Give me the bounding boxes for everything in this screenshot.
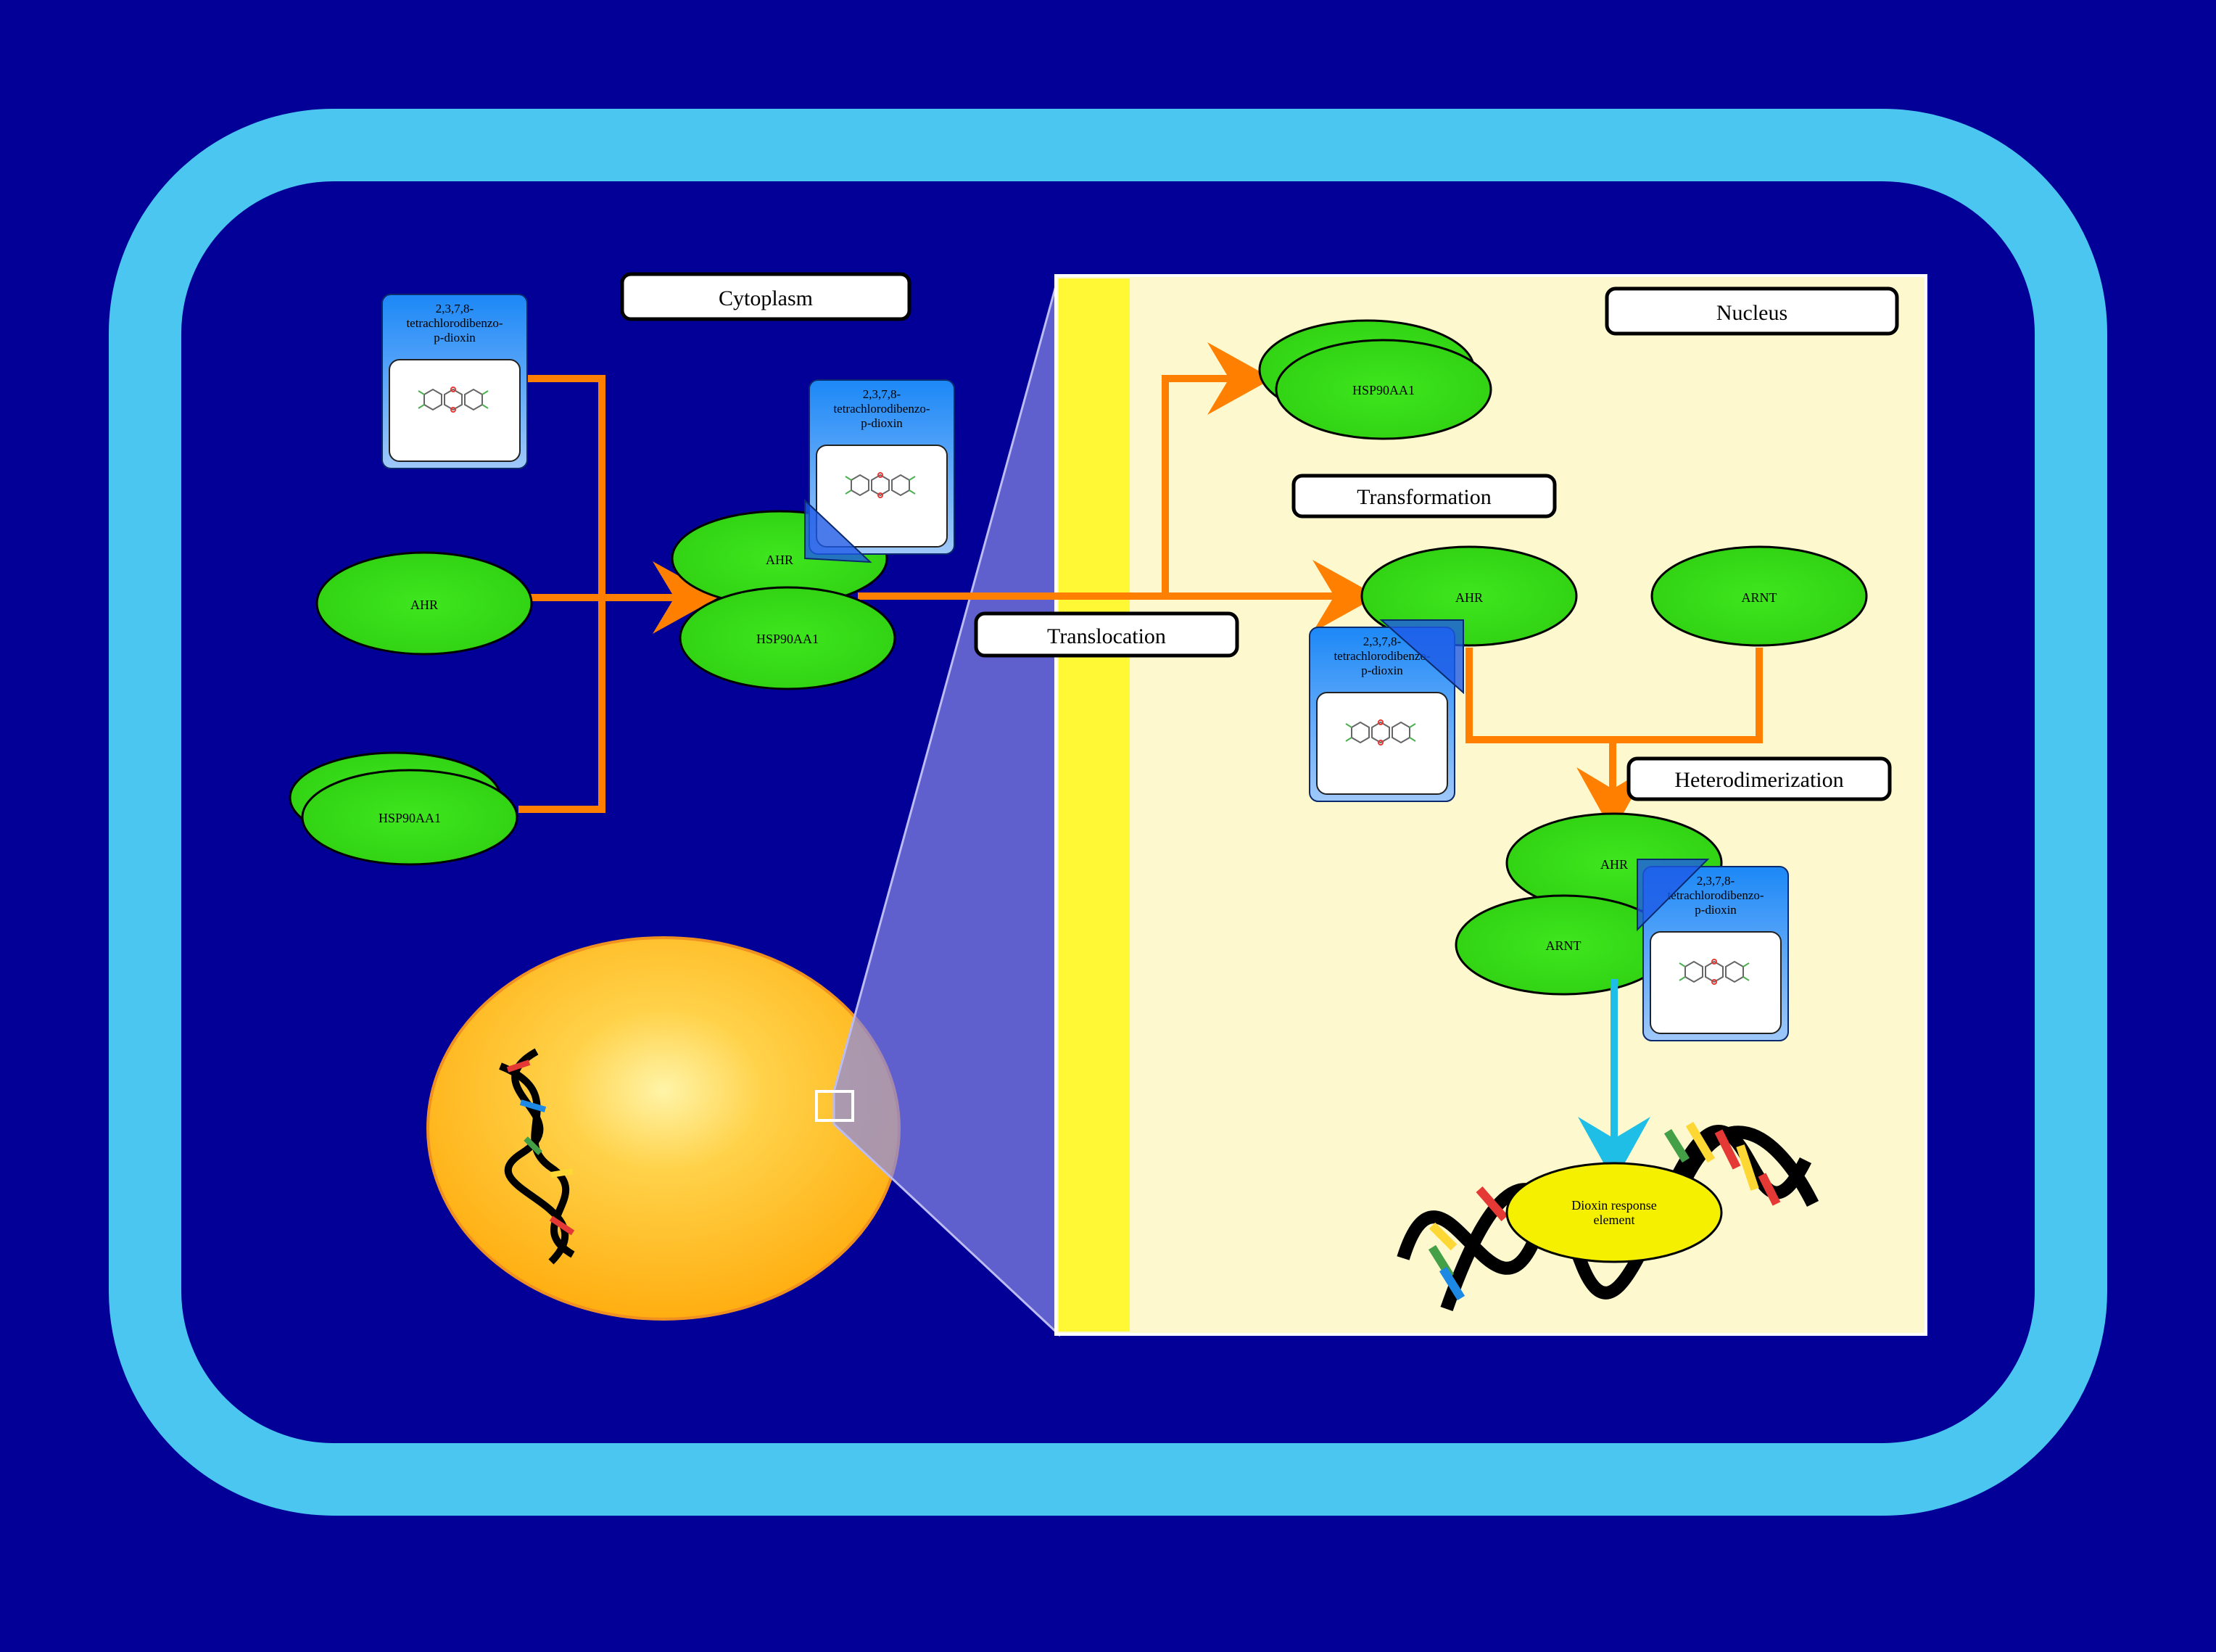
svg-text:Transformation: Transformation [1357,485,1492,509]
ligand-card: 2,3,7,8- tetrachlorodibenzo- p-dioxin [809,379,955,555]
ligand-card: 2,3,7,8- tetrachlorodibenzo- p-dioxin [381,294,528,469]
dre-label-line1: Dioxin response [1571,1198,1656,1213]
nucleus-orb [426,936,901,1321]
svg-text:Heterodimerization: Heterodimerization [1674,768,1843,792]
protein-hsp90-label: HSP90AA1 [379,811,441,825]
svg-text:p-dioxin: p-dioxin [1695,903,1737,917]
binding-wedge [804,498,872,563]
dioxin-response-element [1505,1162,1723,1263]
dre-label-line2: element [1594,1213,1635,1227]
svg-text:Translocation: Translocation [1047,624,1166,648]
svg-text:tetrachlorodibenzo-: tetrachlorodibenzo- [1334,649,1430,663]
label-cytoplasm: Cytoplasm [620,272,911,321]
reaction-arrows [518,342,1763,833]
label-nucleus: Nucleus [1605,286,1899,336]
svg-text:tetrachlorodibenzo-: tetrachlorodibenzo- [833,402,930,416]
svg-text:Cytoplasm: Cytoplasm [719,286,813,310]
label-translocation: Translocation [974,611,1239,658]
svg-text:2,3,7,8-: 2,3,7,8- [436,302,474,315]
svg-text:p-dioxin: p-dioxin [1361,664,1403,677]
dimer-ahr-label: AHR [1600,857,1628,872]
complex-ahr-label: AHR [766,553,793,567]
label-heterodimerization: Heterodimerization [1626,756,1892,801]
svg-text:tetrachlorodibenzo-: tetrachlorodibenzo- [406,316,503,330]
binding-wedge [1379,619,1464,695]
binding-wedge [1637,859,1710,932]
svg-text:tetrachlorodibenzo-: tetrachlorodibenzo- [1667,888,1764,902]
nuclear-arnt-label: ARNT [1742,590,1777,605]
svg-text:p-dioxin: p-dioxin [434,331,476,344]
dna-helix-small-icon [499,1048,575,1265]
dimer-arnt-label: ARNT [1546,938,1582,953]
nuclear-ahr-label: AHR [1455,590,1483,605]
nuclear-arnt [1650,545,1868,647]
svg-text:p-dioxin: p-dioxin [861,416,903,430]
nuclear-envelope [1059,278,1130,1331]
protein-ahr-label: AHR [410,598,438,612]
svg-text:2,3,7,8-: 2,3,7,8- [863,387,901,401]
label-transformation: Transformation [1291,474,1557,519]
ligand-card: 2,3,7,8- tetrachlorodibenzo- p-dioxin [1642,866,1789,1041]
protein-hsp90 [301,769,518,866]
complex-hsp90 [679,586,896,690]
nuclear-hsp90 [1275,339,1492,440]
ligand-card: 2,3,7,8- tetrachlorodibenzo- p-dioxin [1309,627,1455,802]
complex-hsp90-label: HSP90AA1 [756,632,819,646]
svg-text:2,3,7,8-: 2,3,7,8- [1363,635,1402,648]
zoom-box [815,1090,854,1122]
protein-ahr [315,551,533,656]
nuclear-hsp90-label: HSP90AA1 [1352,383,1415,397]
svg-text:Nucleus: Nucleus [1716,301,1787,325]
svg-text:2,3,7,8-: 2,3,7,8- [1697,874,1735,888]
